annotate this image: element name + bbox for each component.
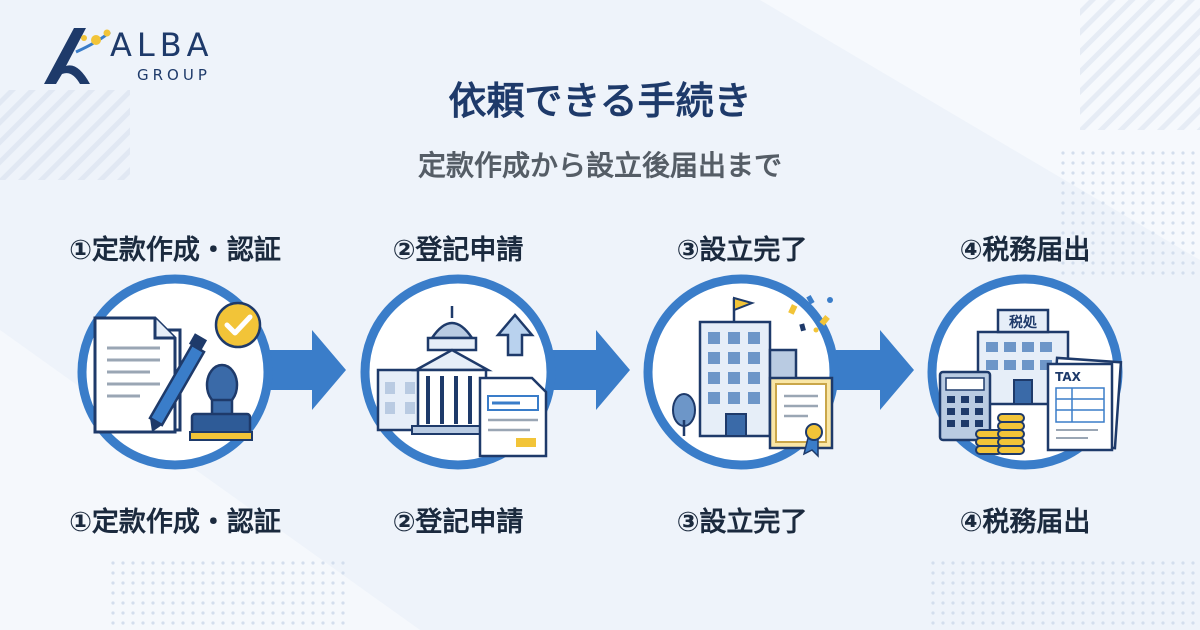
brand-sub: GROUP [137,66,211,84]
arrow-right-icon [552,330,630,410]
step-label-top-4: ④税務届出 [959,235,1091,266]
page-title: 依頼できる手続き [448,79,752,123]
certificate-icon [768,376,834,458]
tree-icon [672,393,696,436]
tax-form-label: TAX [1055,370,1082,384]
step-label-top-3: ③設立完了 [676,235,808,266]
arrow-right-icon [836,330,914,410]
step-label-bottom-4: ④税務届出 [959,507,1091,538]
tax-office-sign: 税処 [1009,314,1038,331]
confetti-icon [788,295,833,333]
step-label-top-2: ②登記申請 [392,235,524,266]
arrow-right-icon [268,330,346,410]
step-label-top-1: ①定款作成・認証 [69,235,281,266]
step-label-bottom-3: ③設立完了 [676,507,808,538]
page-subtitle: 定款作成から設立後届出まで [417,149,782,182]
step-label-bottom-1: ①定款作成・認証 [69,507,281,538]
pen-icon [148,333,208,432]
stamp-icon [189,363,253,441]
upload-arrow-icon [495,313,535,357]
document-pen-stamp-icon [77,274,273,470]
alba-logo-icon [44,28,111,84]
check-badge-icon [214,301,262,349]
office-building-certificate-icon [643,274,839,470]
flag-icon [732,296,756,322]
step-label-bottom-2: ②登記申請 [392,507,524,538]
government-building-icon [360,274,556,470]
form-document-icon [478,376,548,458]
tax-office-calculator-icon: 税処 TAX [927,274,1123,470]
tax-form-icon: TAX [1046,356,1123,452]
coins-icon [975,413,1025,455]
brand-name: ALBA [110,26,214,64]
calculator-icon [938,370,992,442]
